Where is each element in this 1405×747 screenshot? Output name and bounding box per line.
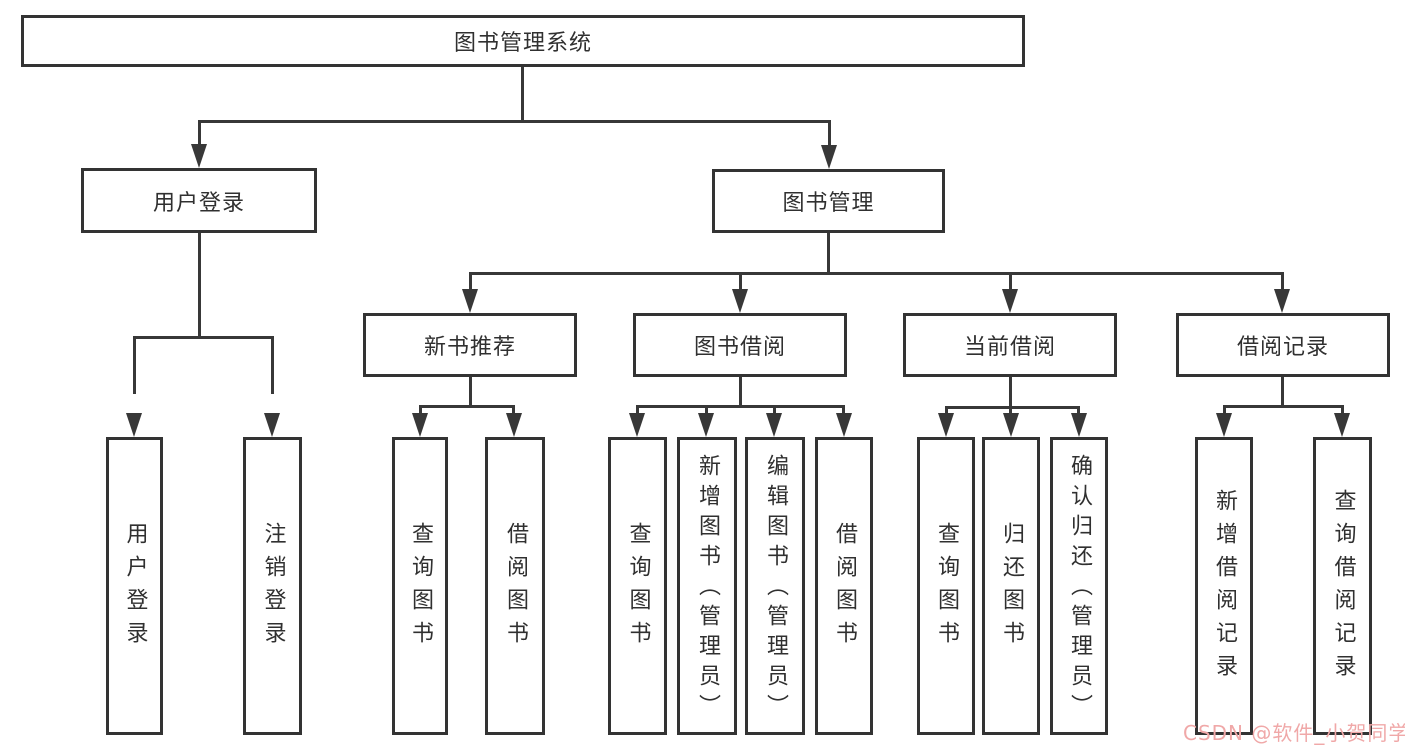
connector-current-borrow-bar <box>945 406 1079 409</box>
arrow-to-new-book-recommend <box>462 289 478 313</box>
leaf-add-record-label: 新增借阅记录 <box>1212 489 1237 687</box>
leaf-edit-book-admin: 编辑图书（管理员） <box>745 437 805 735</box>
arrow-to-return-book <box>1003 413 1019 437</box>
arrow-to-book-borrowing <box>732 289 748 313</box>
arrow-to-current-borrowing <box>1002 289 1018 313</box>
connector-book-borrow-bar <box>636 405 844 408</box>
leaf-confirm-return-label: 确认归还（管理员） <box>1067 454 1092 724</box>
arrow-to-query-book-3 <box>938 413 954 437</box>
connector-drop-query-1 <box>419 405 422 417</box>
connector-drop-new-book <box>469 272 472 292</box>
leaf-logout: 注销登录 <box>243 437 302 735</box>
leaf-return-book-label: 归还图书 <box>999 522 1024 654</box>
connector-book-mgmt-stem <box>827 233 830 272</box>
node-current-borrowing-label: 当前借阅 <box>963 335 1056 360</box>
connector-user-login-bar <box>133 336 273 339</box>
leaf-user-login: 用户登录 <box>106 437 163 735</box>
connector-drop-query-3 <box>945 406 948 417</box>
leaf-borrow-book-under-borrowing: 借阅图书 <box>815 437 873 735</box>
connector-drop-borrow-records <box>1281 272 1284 292</box>
node-user-login: 用户登录 <box>81 168 317 233</box>
connector-drop-current-borrow <box>1009 272 1012 292</box>
node-root-label: 图书管理系统 <box>453 31 592 56</box>
leaf-user-login-label: 用户登录 <box>122 522 148 654</box>
arrow-to-query-record <box>1334 413 1350 437</box>
arrow-to-leaf-logout <box>264 413 280 437</box>
node-current-borrowing: 当前借阅 <box>903 313 1117 377</box>
leaf-query-book-3-label: 查询图书 <box>934 522 959 654</box>
arrow-to-query-book-2 <box>629 413 645 437</box>
connector-drop-borrow-1 <box>512 405 515 417</box>
leaf-query-book-1-label: 查询图书 <box>408 522 433 654</box>
leaf-query-book-under-current: 查询图书 <box>917 437 975 735</box>
leaf-borrow-book-2-label: 借阅图书 <box>832 522 857 654</box>
arrow-to-user-login <box>191 144 207 168</box>
node-new-book-recommend-label: 新书推荐 <box>423 335 516 360</box>
connector-drop-book-borrow <box>739 272 742 292</box>
connector-level3-bar <box>469 272 1283 275</box>
node-book-management-label: 图书管理 <box>782 191 875 216</box>
connector-current-borrow-stem <box>1009 377 1012 406</box>
node-borrow-records: 借阅记录 <box>1176 313 1390 377</box>
connector-borrow-records-bar <box>1223 405 1343 408</box>
leaf-logout-label: 注销登录 <box>260 522 286 654</box>
leaf-edit-book-label: 编辑图书（管理员） <box>763 454 788 724</box>
leaf-borrow-book-1-label: 借阅图书 <box>503 522 528 654</box>
leaf-return-book: 归还图书 <box>982 437 1040 735</box>
node-book-management: 图书管理 <box>712 169 945 233</box>
node-borrow-records-label: 借阅记录 <box>1236 335 1329 360</box>
connector-drop-return-book <box>1009 406 1012 417</box>
connector-drop-query-2 <box>636 405 639 417</box>
csdn-watermark: CSDN @软件_小贺同学 <box>1183 721 1405 745</box>
arrow-to-borrow-records <box>1274 289 1290 313</box>
arrow-to-borrow-book-2 <box>836 413 852 437</box>
arrow-to-borrow-book-1 <box>506 413 522 437</box>
leaf-confirm-return-admin: 确认归还（管理员） <box>1050 437 1108 735</box>
leaf-add-book-label: 新增图书（管理员） <box>695 454 720 724</box>
connector-borrow-records-stem <box>1281 377 1284 405</box>
leaf-borrow-book-under-recommend: 借阅图书 <box>485 437 545 735</box>
connector-level1-bar <box>198 120 831 123</box>
leaf-query-borrow-record: 查询借阅记录 <box>1313 437 1372 735</box>
connector-new-book-bar <box>419 405 515 408</box>
node-book-borrowing: 图书借阅 <box>633 313 847 377</box>
arrow-to-book-mgmt <box>821 145 837 169</box>
arrow-to-query-book-1 <box>412 413 428 437</box>
arrow-to-add-book <box>698 413 714 437</box>
arrow-to-edit-book <box>766 413 782 437</box>
arrow-to-leaf-user-login <box>126 413 142 437</box>
connector-book-borrow-stem <box>739 377 742 405</box>
connector-drop-book-mgmt <box>828 120 831 148</box>
leaf-query-book-2-label: 查询图书 <box>625 522 651 654</box>
connector-user-login-stem <box>198 233 201 336</box>
arrow-to-add-record <box>1216 413 1232 437</box>
node-user-login-label: 用户登录 <box>152 190 245 216</box>
arrow-to-confirm-return <box>1071 413 1087 437</box>
connector-drop-query-record <box>1341 405 1344 417</box>
leaf-query-book-under-borrowing: 查询图书 <box>608 437 667 735</box>
connector-drop-user-login <box>198 120 201 148</box>
node-new-book-recommend: 新书推荐 <box>363 313 577 377</box>
leaf-add-book-admin: 新增图书（管理员） <box>677 437 737 735</box>
connector-drop-edit-book <box>773 405 776 417</box>
connector-drop-confirm-return <box>1077 406 1080 417</box>
connector-root-stem <box>521 67 524 120</box>
leaf-add-borrow-record: 新增借阅记录 <box>1195 437 1253 735</box>
connector-drop-leaf-user-login <box>133 336 136 394</box>
node-root: 图书管理系统 <box>21 15 1025 67</box>
connector-drop-leaf-logout <box>271 336 274 394</box>
node-book-borrowing-label: 图书借阅 <box>693 335 786 360</box>
leaf-query-record-label: 查询借阅记录 <box>1330 489 1356 687</box>
connector-new-book-stem <box>469 377 472 405</box>
connector-drop-add-book <box>705 405 708 417</box>
leaf-query-book-under-recommend: 查询图书 <box>392 437 448 735</box>
connector-drop-borrow-2 <box>842 405 845 417</box>
connector-drop-add-record <box>1223 405 1226 417</box>
